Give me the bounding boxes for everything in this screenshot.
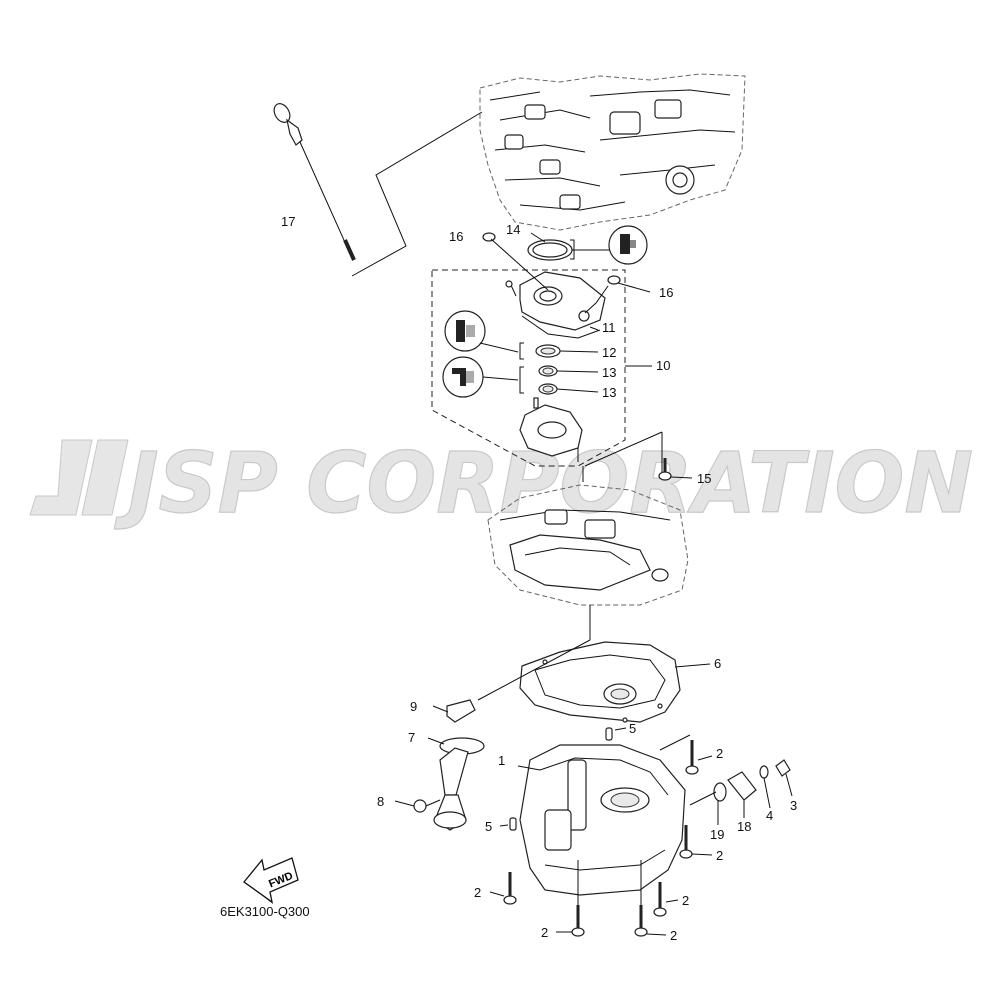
exhaust-guide [487, 484, 689, 640]
callout-5[interactable]: 5 [629, 721, 636, 736]
callout-5[interactable]: 5 [485, 819, 492, 834]
callout-17[interactable]: 17 [281, 214, 295, 229]
callout-9[interactable]: 9 [410, 699, 417, 714]
callout-13[interactable]: 13 [602, 385, 616, 400]
forward-direction-arrow[interactable]: FWD [243, 857, 299, 904]
callout-11[interactable]: 11 [602, 320, 616, 335]
callout-13[interactable]: 13 [602, 365, 616, 380]
callout-6[interactable]: 6 [714, 656, 721, 671]
callout-10[interactable]: 10 [656, 358, 670, 373]
callout-16[interactable]: 16 [659, 285, 673, 300]
oil-pan [517, 744, 686, 896]
seal-orientation-detail [442, 356, 524, 398]
callout-2[interactable]: 2 [716, 848, 723, 863]
callout-14[interactable]: 14 [506, 222, 520, 237]
callout-numbers: 17 16 14 16 11 12 10 13 13 15 6 9 5 7 1 … [281, 214, 797, 943]
callout-2[interactable]: 2 [670, 928, 677, 943]
bolt-15 [658, 458, 693, 481]
callout-16[interactable]: 16 [449, 229, 463, 244]
dipstick-leader-line [351, 111, 483, 277]
callout-8[interactable]: 8 [377, 794, 384, 809]
callout-4[interactable]: 4 [766, 808, 773, 823]
drain-plug-assembly [689, 759, 793, 825]
gasket-6 [519, 641, 711, 723]
callout-12[interactable]: 12 [602, 345, 616, 360]
callout-15[interactable]: 15 [697, 471, 711, 486]
engine-block [479, 73, 746, 231]
callout-7[interactable]: 7 [408, 730, 415, 745]
figure-code: 6EK3100-Q300 [220, 904, 310, 919]
callout-3[interactable]: 3 [790, 798, 797, 813]
seal-orientation-detail [570, 225, 648, 265]
callout-1[interactable]: 1 [498, 753, 505, 768]
callout-2[interactable]: 2 [474, 885, 481, 900]
callout-2[interactable]: 2 [541, 925, 548, 940]
bolts-2 [489, 734, 713, 937]
oil-pump-assembly [431, 232, 626, 467]
dowel-pins [499, 727, 627, 831]
oil-strainer [394, 639, 591, 831]
seal-orientation-detail [444, 310, 524, 360]
callout-2[interactable]: 2 [716, 746, 723, 761]
callout-18[interactable]: 18 [737, 819, 751, 834]
callout-2[interactable]: 2 [682, 893, 689, 908]
dipstick [273, 103, 356, 261]
callout-19[interactable]: 19 [710, 827, 724, 842]
leader-lines [490, 232, 663, 482]
watermark-logo-mark [29, 439, 129, 516]
